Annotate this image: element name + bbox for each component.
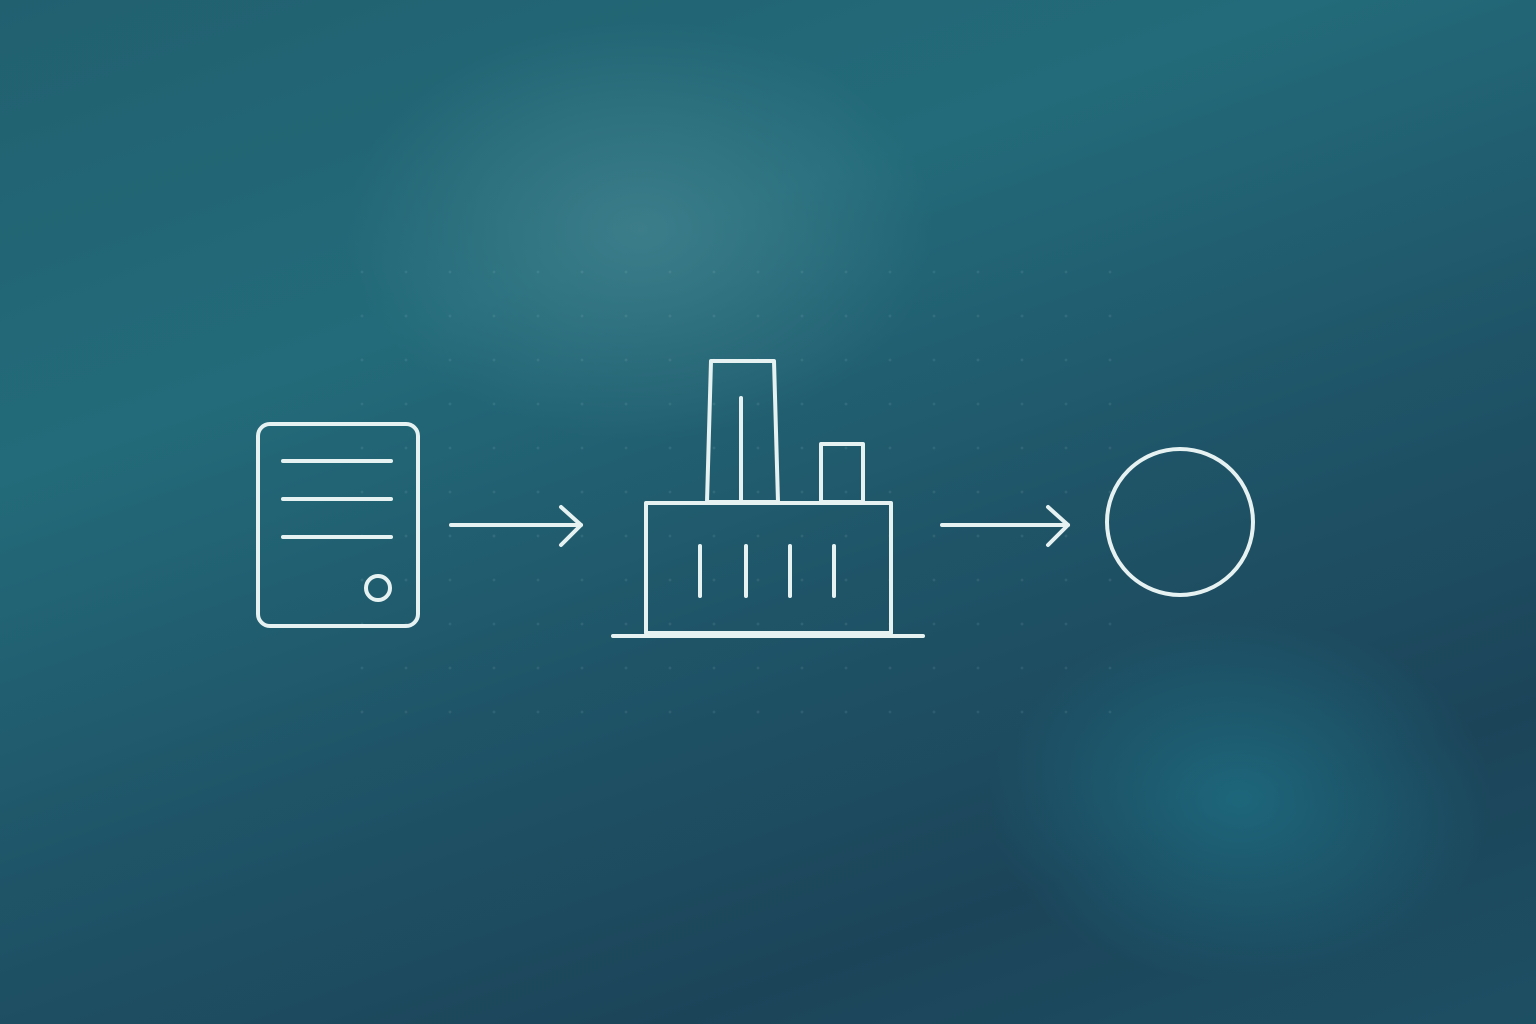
- output-circle: [1105, 447, 1255, 597]
- factory-icon: [611, 359, 925, 638]
- arrow-right-icon: [449, 505, 583, 547]
- circle-icon: [1105, 447, 1255, 597]
- document-icon: [256, 422, 420, 628]
- document-seal: [364, 574, 392, 602]
- factory-short-chimney: [819, 442, 865, 504]
- factory-building: [644, 501, 893, 635]
- arrow-right-icon: [940, 505, 1070, 547]
- document-outline: [256, 422, 420, 628]
